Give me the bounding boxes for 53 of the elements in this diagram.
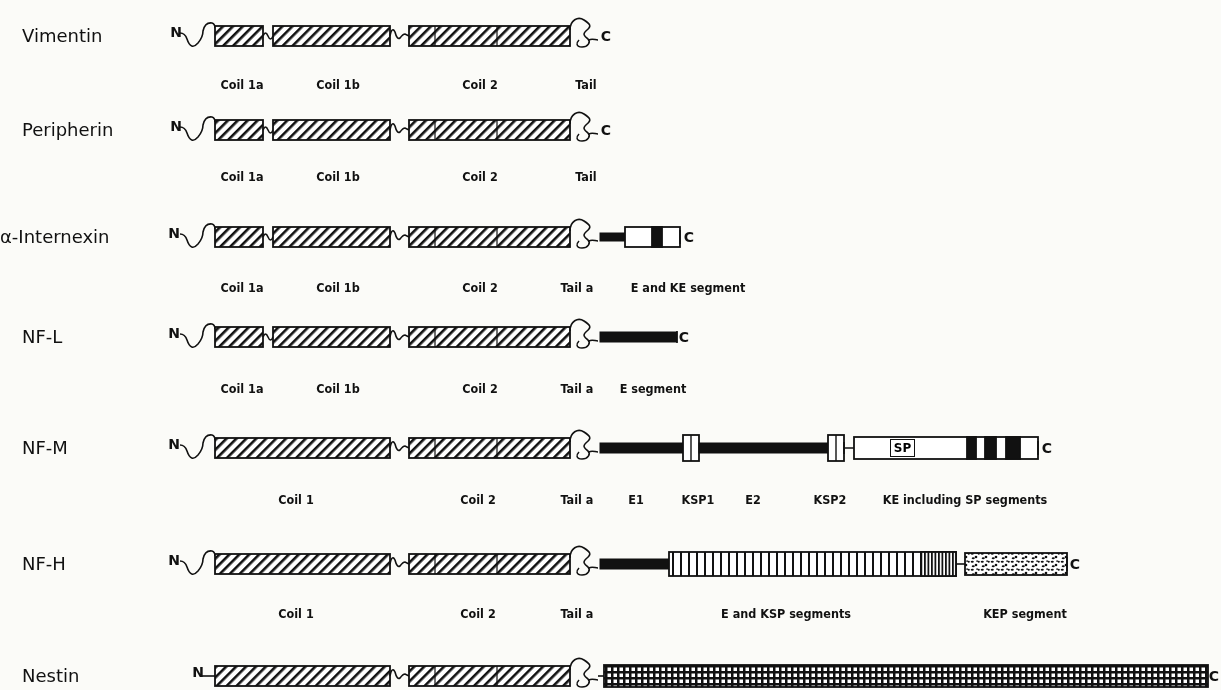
protein-name: NF-H	[22, 555, 66, 573]
terminus-label: N	[168, 326, 180, 340]
terminus-label: C	[1069, 557, 1081, 571]
terminus-label: C	[1208, 669, 1220, 683]
segment-label: Coil 1b	[316, 281, 360, 295]
terminus-label: N	[170, 25, 182, 39]
segment-label: Tail a	[560, 493, 594, 507]
segment-label: E segment	[619, 382, 687, 396]
segment-label: Coil 1a	[220, 170, 264, 184]
terminus-label: N	[168, 226, 180, 240]
segment-label: Coil 1b	[316, 78, 360, 92]
segment-label: Coil 1	[278, 493, 314, 507]
segment-label: Coil 2	[460, 607, 496, 621]
segment-label: Coil 2	[462, 382, 498, 396]
protein-name: α-Internexin	[0, 228, 110, 246]
terminus-label: C	[1041, 441, 1053, 455]
terminus-label: C	[600, 123, 612, 137]
segment-label: Tail	[575, 78, 597, 92]
terminus-label: N	[168, 437, 180, 451]
segment-label: Coil 1	[278, 607, 314, 621]
segment-label: SP	[893, 441, 912, 455]
protein-name: NF-L	[22, 328, 63, 346]
segment-label: E2	[745, 493, 761, 507]
terminus-label: C	[678, 330, 690, 344]
segment-label: Coil 1a	[220, 382, 264, 396]
protein-name: NF-M	[22, 439, 68, 457]
segment-label: KE including SP segments	[882, 493, 1048, 507]
protein-name: Peripherin	[22, 121, 114, 139]
segment-label: Coil 2	[462, 78, 498, 92]
segment-label: KSP2	[813, 493, 847, 507]
segment-label: Tail a	[560, 382, 594, 396]
segment-label: Coil 1b	[316, 382, 360, 396]
segment-label: Tail	[575, 170, 597, 184]
segment-label: Coil 2	[460, 493, 496, 507]
segment-label: Coil 1b	[316, 170, 360, 184]
segment-label: Coil 2	[462, 281, 498, 295]
terminus-label: N	[170, 119, 182, 133]
segment-label: Coil 1a	[220, 281, 264, 295]
terminus-label: C	[600, 29, 612, 43]
terminus-label: C	[683, 230, 695, 244]
segment-label: E1	[628, 493, 644, 507]
terminus-label: N	[192, 665, 204, 679]
segment-label: Tail a	[560, 281, 594, 295]
segment-label: KEP segment	[983, 607, 1067, 621]
segment-label: KSP1	[681, 493, 715, 507]
segment-label: Coil 2	[462, 170, 498, 184]
protein-name: Nestin	[22, 667, 80, 685]
segment-label: Tail a	[560, 607, 594, 621]
terminus-label: N	[168, 553, 180, 567]
protein-name: Vimentin	[22, 27, 103, 45]
segment-label: Coil 1a	[220, 78, 264, 92]
segment-label: E and KSP segments	[721, 607, 851, 621]
segment-label: E and KE segment	[630, 281, 746, 295]
